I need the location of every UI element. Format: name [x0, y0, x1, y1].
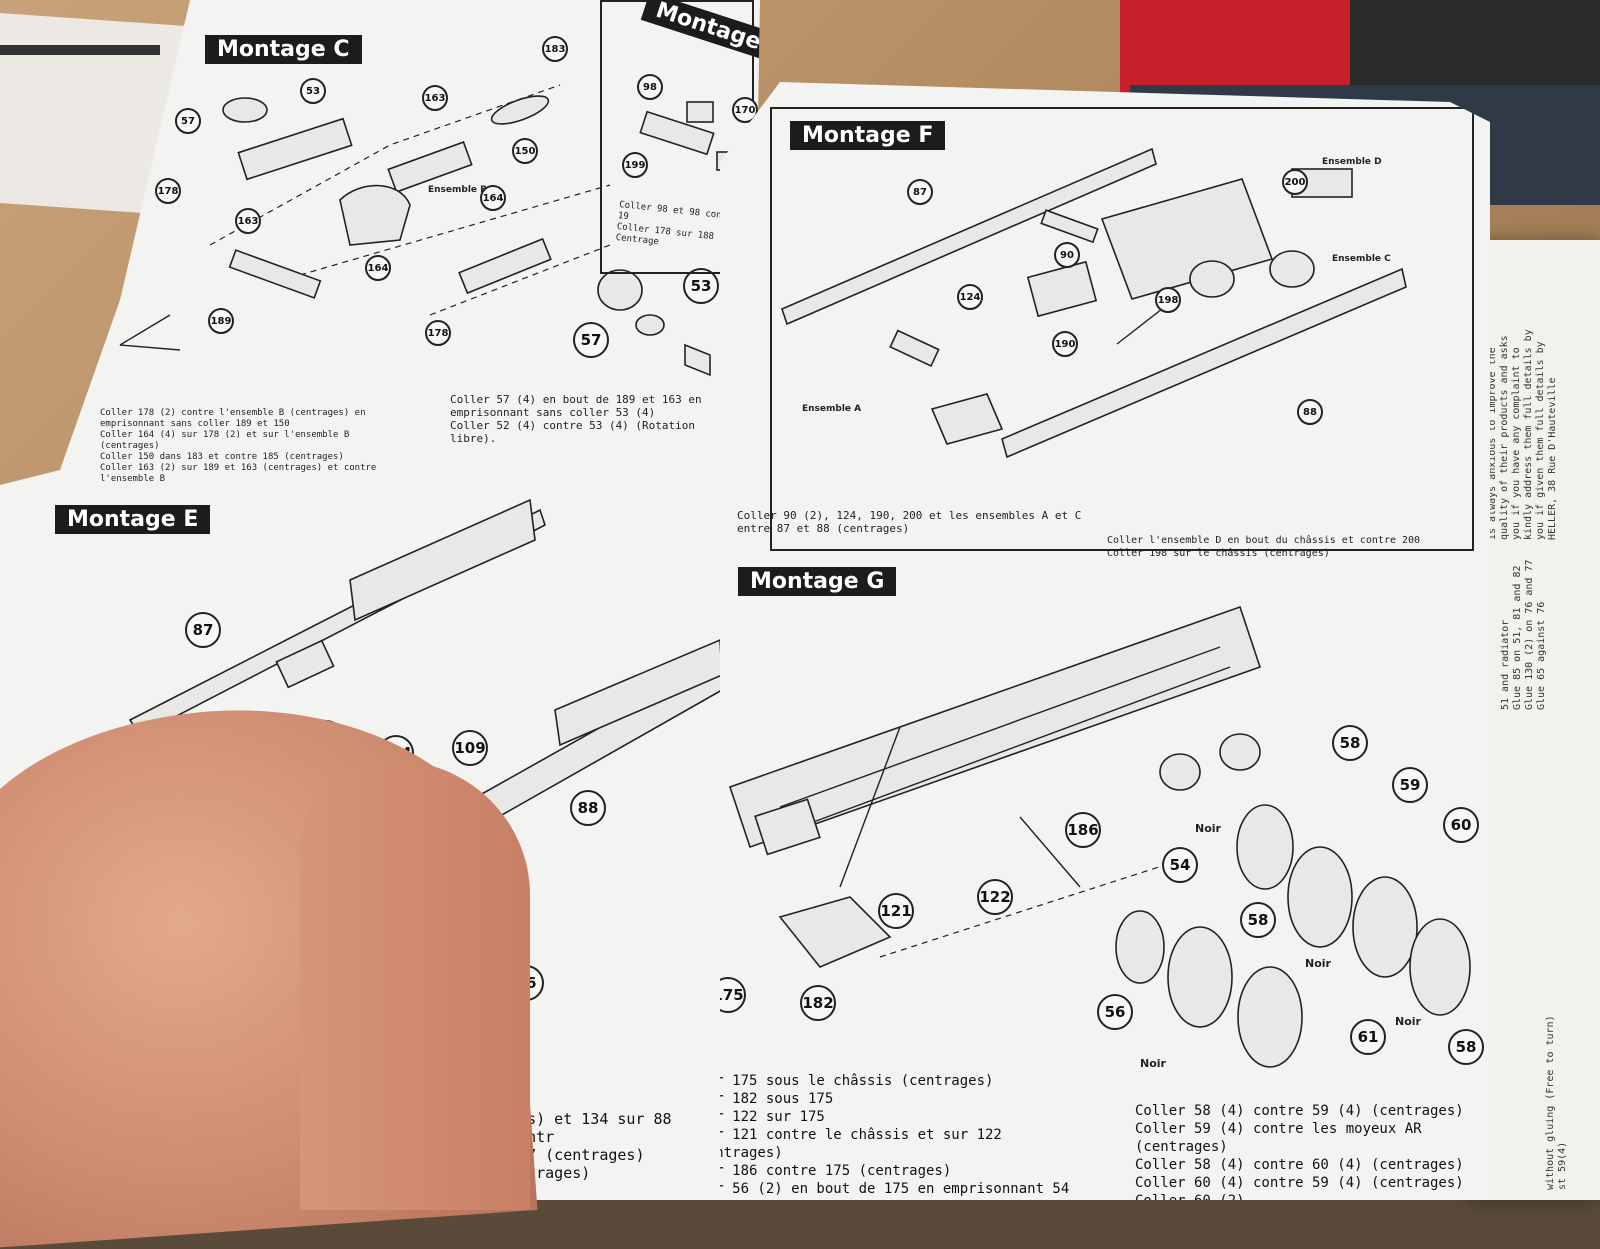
far-page-text-bottom: 51 and radiator Glue 85 on 51, 81 and 82…	[1500, 559, 1547, 710]
panel-f-diagram	[781, 147, 1407, 459]
callout-189: 189	[208, 308, 234, 334]
panel-montage-d: Montage 98 170 199 Coller 98 et 98 contr…	[600, 0, 760, 274]
hand-wrist	[300, 760, 530, 1210]
callout-164: 164	[480, 185, 506, 211]
callout-61: 61	[1350, 1019, 1386, 1055]
callout-183: 183	[542, 36, 568, 62]
callout-53-b: 53	[683, 268, 719, 304]
callout-58-b: 58	[1240, 902, 1276, 938]
callout-87-f: 87	[907, 179, 933, 205]
panel-f-note-right: Coller l'ensemble D en bout du châssis e…	[1107, 535, 1421, 559]
callout-59: 59	[1392, 767, 1428, 803]
callout-175: 175	[720, 977, 746, 1013]
panel-d-diagram	[639, 101, 740, 171]
callout-178-b: 178	[425, 320, 451, 346]
callout-58-c: 58	[1448, 1029, 1484, 1065]
callout-53: 53	[300, 78, 326, 104]
label-ensemble-c: Ensemble C	[1332, 254, 1391, 264]
callout-56: 56	[1097, 994, 1133, 1030]
label-ensemble-d: Ensemble D	[1322, 157, 1382, 167]
red-fabric	[1120, 0, 1350, 95]
callout-54: 54	[1162, 847, 1198, 883]
callout-199: 199	[622, 152, 648, 178]
panel-montage-f: Montage F Ensemble D Ensemble C Ensemble…	[737, 107, 1474, 559]
callout-182: 182	[800, 985, 836, 1021]
panel-f-note-left: Coller 90 (2), 124, 190, 200 et les ense…	[737, 509, 1082, 535]
right-instruction-page: Montage F Ensemble D Ensemble C Ensemble…	[720, 82, 1490, 1200]
box-edge	[0, 45, 160, 55]
panel-g-diagram	[728, 605, 1471, 1068]
panel-g-title: Montage G	[738, 567, 897, 596]
panel-c-ensemble-label: Ensemble B	[428, 185, 488, 195]
callout-198: 198	[1155, 287, 1181, 313]
callout-122: 122	[977, 879, 1013, 915]
panel-c-note-left: Coller 178 (2) contre l'ensemble B (cent…	[100, 408, 377, 484]
callout-164-b: 164	[365, 255, 391, 281]
far-page-text-bottom2: without gluing (Free to turn) st 59(4)	[1545, 1015, 1568, 1190]
callout-178: 178	[155, 178, 181, 204]
panel-g-note-left: ller 175 sous le châssis (centrages) lle…	[690, 1073, 1070, 1233]
callout-190: 190	[1052, 331, 1078, 357]
callout-163-b: 163	[235, 208, 261, 234]
label-noir-1: Noir	[1195, 822, 1221, 835]
panel-c-note-right: Coller 57 (4) en bout de 189 et 163 en e…	[450, 393, 702, 445]
panel-c-diagram	[119, 84, 711, 377]
panel-g-note-right: Coller 58 (4) contre 59 (4) (centrages) …	[1135, 1103, 1464, 1209]
callout-98: 98	[637, 74, 663, 100]
panel-montage-g: Montage G Noir Noir Noir Noir 58 59 60 1…	[720, 557, 1490, 1200]
callout-121: 121	[878, 893, 914, 929]
callout-109: 109	[452, 730, 488, 766]
callout-163: 163	[422, 85, 448, 111]
callout-58: 58	[1332, 725, 1368, 761]
callout-87: 87	[185, 612, 221, 648]
callout-124: 124	[957, 284, 983, 310]
callout-57: 57	[175, 108, 201, 134]
label-noir-4: Noir	[1140, 1057, 1166, 1070]
callout-57-b: 57	[573, 322, 609, 358]
callout-200: 200	[1282, 169, 1308, 195]
callout-90: 90	[1054, 242, 1080, 268]
panel-montage-c: Montage C Coller 178 (2) contre l'ensemb…	[100, 15, 750, 484]
callout-186: 186	[1065, 812, 1101, 848]
panel-c-title: Montage C	[205, 35, 362, 64]
callout-150: 150	[512, 138, 538, 164]
callout-88-f: 88	[1297, 399, 1323, 425]
callout-60: 60	[1443, 807, 1479, 843]
label-noir-2: Noir	[1305, 957, 1331, 970]
callout-170: 170	[732, 97, 758, 123]
panel-f-title: Montage F	[790, 121, 946, 150]
panel-e-title: Montage E	[55, 505, 211, 534]
callout-88: 88	[570, 790, 606, 826]
label-ensemble-a: Ensemble A	[802, 404, 862, 414]
label-noir-3: Noir	[1395, 1015, 1421, 1028]
